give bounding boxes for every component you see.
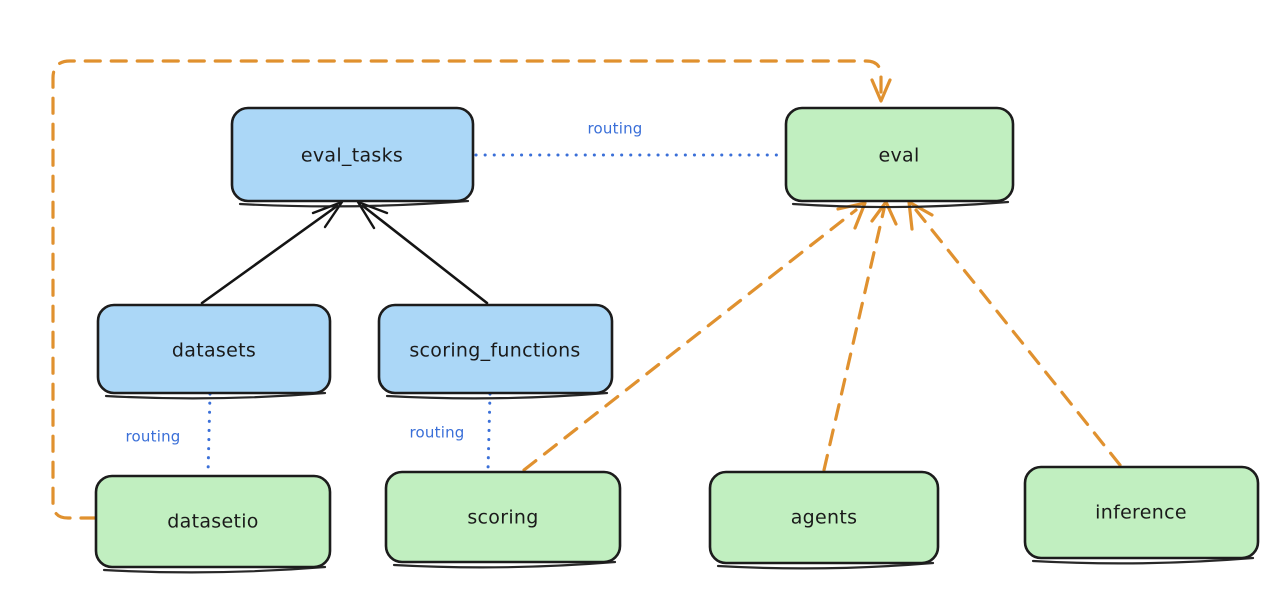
node-agents[interactable]: agents [708, 470, 940, 570]
node-datasets-label: datasets [172, 340, 256, 362]
edge-datasets-datasetio [206, 392, 212, 476]
edge-label-routing-left: routing [126, 428, 181, 446]
node-layer: eval_tasks eval datasets scoring_functio… [94, 106, 1260, 574]
node-scoring-shape[interactable] [384, 470, 622, 564]
node-agents-shape[interactable] [708, 470, 940, 565]
node-eval-tasks-label: eval_tasks [301, 145, 403, 167]
node-agents-label: agents [791, 507, 858, 529]
edge-scoringfunctions-scoring [486, 392, 492, 472]
node-datasetio-label: datasetio [167, 511, 258, 533]
node-scoring-functions-label: scoring_functions [409, 340, 580, 362]
node-scoring-functions[interactable]: scoring_functions [377, 303, 614, 400]
node-datasetio-sketch-underline [102, 565, 327, 574]
node-scoring-label: scoring [467, 507, 538, 529]
edge-datasets-evaltasks [200, 200, 344, 305]
edge-datasetio-eval [51, 59, 892, 520]
node-datasets[interactable]: datasets [96, 303, 332, 400]
node-eval-label: eval [878, 145, 919, 167]
node-datasets-shape[interactable] [96, 303, 332, 395]
edge-agents-eval [822, 200, 898, 472]
node-inference[interactable]: inference [1023, 465, 1260, 565]
node-datasets-sketch-underline [104, 391, 327, 400]
node-agents-sketch-underline [716, 561, 935, 570]
edge-scoringfunctions-evaltasks [356, 200, 489, 305]
edge-inference-eval [907, 200, 1122, 467]
node-inference-label: inference [1095, 502, 1187, 524]
edge-layer [51, 59, 1122, 520]
node-eval-tasks[interactable]: eval_tasks [230, 106, 475, 208]
node-eval[interactable]: eval [784, 106, 1015, 209]
node-scoring-functions-sketch-underline [385, 391, 609, 400]
node-inference-sketch-underline [1031, 556, 1255, 565]
edge-label-layer: routing routing routing [126, 120, 643, 446]
node-scoring-sketch-underline [392, 560, 617, 569]
node-eval-tasks-sketch-underline [238, 199, 470, 208]
node-scoring-functions-shape[interactable] [377, 303, 614, 395]
edge-label-routing-top: routing [588, 120, 643, 138]
edge-label-routing-middle: routing [410, 424, 465, 442]
node-datasetio[interactable]: datasetio [94, 474, 332, 574]
node-datasetio-shape[interactable] [94, 474, 332, 569]
node-scoring[interactable]: scoring [384, 470, 622, 569]
node-eval-tasks-shape[interactable] [230, 106, 475, 203]
node-eval-shape[interactable] [784, 106, 1015, 203]
node-eval-sketch-underline [791, 200, 1010, 209]
node-inference-shape[interactable] [1023, 465, 1260, 560]
